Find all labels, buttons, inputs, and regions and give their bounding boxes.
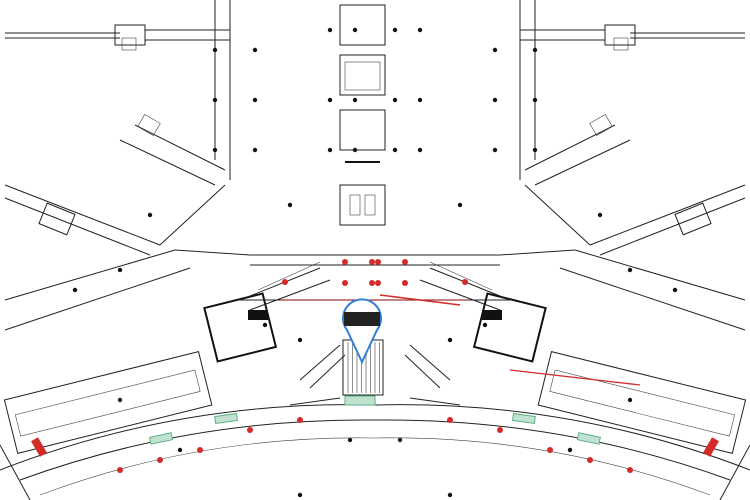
highlight-point <box>342 280 348 286</box>
column <box>352 147 358 153</box>
column <box>117 397 123 403</box>
highlight-point <box>547 447 553 453</box>
central-spine <box>240 4 641 406</box>
highlight-point <box>342 259 348 265</box>
highlight-point <box>587 457 593 463</box>
column <box>392 27 398 33</box>
highlighted-points <box>117 259 633 473</box>
column <box>597 212 603 218</box>
column <box>417 147 423 153</box>
column <box>447 337 453 343</box>
column <box>532 97 538 103</box>
column <box>397 437 403 443</box>
column <box>482 322 488 328</box>
column <box>392 97 398 103</box>
column <box>627 267 633 273</box>
highlight-point <box>157 457 163 463</box>
highlight-point <box>197 447 203 453</box>
highlight-point <box>402 259 408 265</box>
column <box>212 97 218 103</box>
highlight-point <box>369 280 375 286</box>
column <box>417 97 423 103</box>
column <box>352 97 358 103</box>
column <box>327 97 333 103</box>
highlight-point <box>402 280 408 286</box>
column <box>417 27 423 33</box>
column <box>447 492 453 498</box>
column <box>262 322 268 328</box>
column <box>392 147 398 153</box>
column <box>327 147 333 153</box>
highlight-point <box>369 259 375 265</box>
highlight-point <box>447 417 453 423</box>
column <box>492 97 498 103</box>
highlight-point <box>117 467 123 473</box>
column <box>212 147 218 153</box>
highlight-point <box>497 427 503 433</box>
highlight-point <box>375 259 381 265</box>
highlight-point <box>297 417 303 423</box>
column <box>567 447 573 453</box>
column <box>327 27 333 33</box>
column <box>252 147 258 153</box>
column <box>297 492 303 498</box>
column <box>297 337 303 343</box>
highlight-point <box>627 467 633 473</box>
highlight-point <box>282 279 288 285</box>
left-wing <box>0 0 376 500</box>
column <box>147 212 153 218</box>
column <box>72 287 78 293</box>
column <box>177 447 183 453</box>
column <box>532 47 538 53</box>
column <box>627 397 633 403</box>
highlight-point <box>375 280 381 286</box>
column <box>347 437 353 443</box>
location-pin-icon <box>342 298 382 365</box>
columns <box>72 27 678 498</box>
column <box>492 47 498 53</box>
column <box>212 47 218 53</box>
highlight-point <box>247 427 253 433</box>
highlight-point <box>462 279 468 285</box>
column <box>672 287 678 293</box>
column <box>492 147 498 153</box>
column <box>352 27 358 33</box>
column <box>252 97 258 103</box>
column <box>287 202 293 208</box>
column <box>117 267 123 273</box>
column <box>252 47 258 53</box>
column <box>457 202 463 208</box>
column <box>532 147 538 153</box>
right-wing <box>374 0 750 500</box>
